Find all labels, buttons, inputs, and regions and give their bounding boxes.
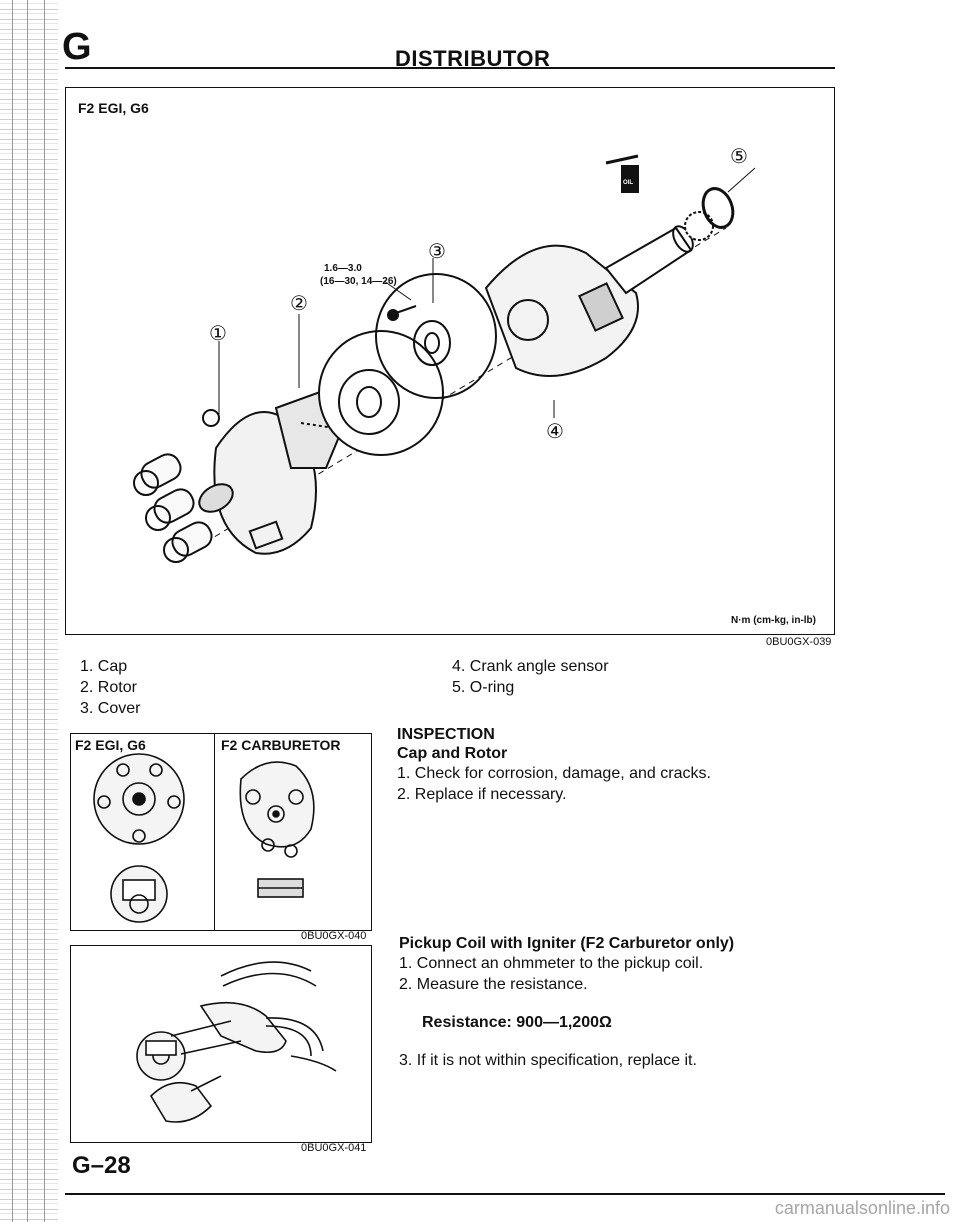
cap-rotor-figure: F2 EGI, G6 F2 CARBURETOR (70, 733, 372, 931)
cap-label-egi: F2 EGI, G6 (75, 737, 146, 753)
footer-rule (65, 1193, 945, 1195)
resistance-spec: Resistance: 900—1,200Ω (422, 1014, 612, 1031)
oil-mark: OIL (623, 180, 633, 186)
inspection-heading: INSPECTION (397, 726, 495, 743)
pickup-section: Pickup Coil with Igniter (F2 Carburetor … (399, 934, 839, 1071)
legend-item: 4. Crank angle sensor (452, 658, 609, 675)
parts-legend-right: 4. Crank angle sensor 5. O-ring (452, 656, 609, 698)
pickup-coil-figure (70, 945, 372, 1143)
inspection-section: INSPECTION Cap and Rotor 1. Check for co… (397, 725, 817, 805)
inspection-subheading: Cap and Rotor (397, 745, 508, 762)
cap-rotor-drawing (93, 753, 315, 923)
pickup-step: 2. Measure the resistance. (399, 976, 588, 993)
distributor-exploded-drawing: ① ② ③ ④ ⑤ 1.6—3.0 (16—30, 14—26) OIL (133, 144, 756, 563)
exploded-view-figure: F2 EGI, G6 (65, 87, 835, 635)
legend-item: 1. Cap (80, 658, 128, 675)
legend-item: 5. O-ring (452, 679, 515, 696)
section-letter: G (62, 26, 92, 68)
legend-item: 2. Rotor (80, 679, 137, 696)
callout-4: ④ (546, 419, 564, 443)
watermark: carmanualsonline.info (774, 1198, 950, 1218)
binding-line (27, 0, 28, 1222)
binding-line (44, 0, 45, 1222)
legend-item: 3. Cover (80, 700, 141, 717)
parts-legend-left: 1. Cap 2. Rotor 3. Cover (80, 656, 140, 719)
pickup-heading: Pickup Coil with Igniter (F2 Carburetor … (399, 935, 735, 952)
callout-3: ③ (428, 239, 446, 263)
inspection-step: 1. Check for corrosion, damage, and crac… (397, 765, 711, 782)
figure-code: 0BU0GX-039 (766, 636, 832, 648)
page-title: DISTRIBUTOR (395, 46, 551, 71)
cap-label-carburetor: F2 CARBURETOR (221, 737, 341, 753)
callout-2: ② (290, 291, 308, 315)
callout-1: ① (209, 321, 227, 345)
unit-note: N·m (cm-kg, in-lb) (731, 615, 816, 626)
figure-label: F2 EGI, G6 (78, 100, 149, 116)
coil-figure-code: 0BU0GX-041 (301, 1142, 367, 1154)
torque-value: 1.6—3.0 (324, 263, 362, 274)
inspection-step: 2. Replace if necessary. (397, 786, 567, 803)
figure-divider (214, 734, 215, 930)
callout-5: ⑤ (730, 144, 748, 168)
pickup-step: 1. Connect an ohmmeter to the pickup coi… (399, 955, 704, 972)
page-number: G–28 (72, 1152, 131, 1179)
cap-figure-code: 0BU0GX-040 (301, 930, 367, 942)
header-rule (65, 67, 835, 69)
scan-binding-edge (0, 0, 58, 1222)
pickup-step: 3. If it is not within specification, re… (399, 1052, 697, 1069)
torque-value-alt: (16—30, 14—26) (320, 276, 397, 287)
binding-line (12, 0, 13, 1222)
pickup-coil-drawing (136, 961, 337, 1123)
